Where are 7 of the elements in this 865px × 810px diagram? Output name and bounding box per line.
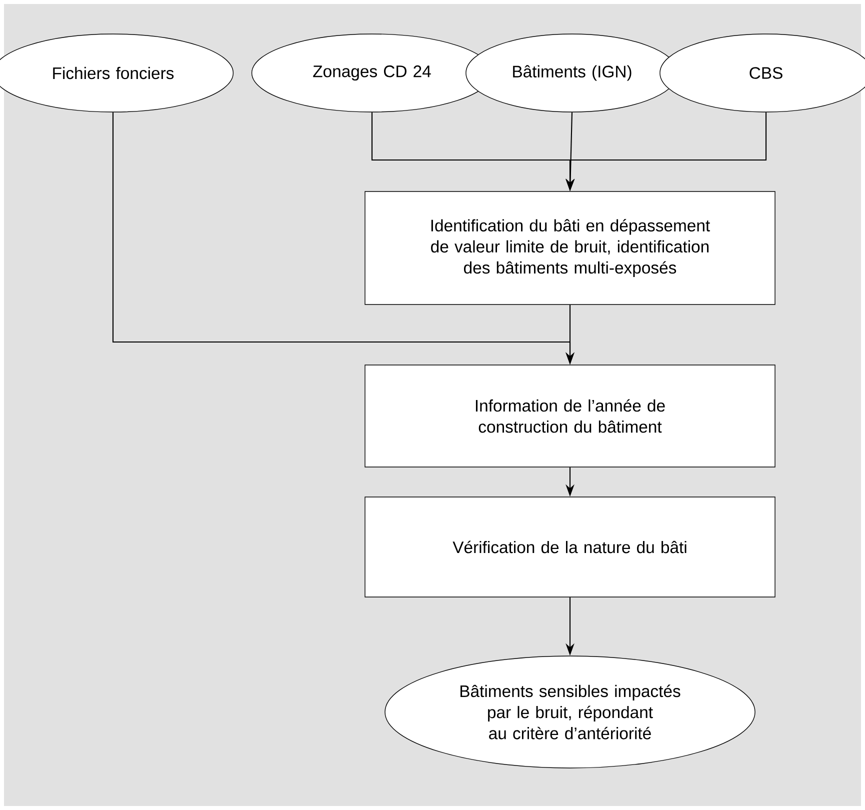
process-box: Identification du bâti en dépassement de valeur limite de bruit, identification des bâtiments multi-exposés xyxy=(364,191,776,305)
process-box: Vérification de la nature du bâti xyxy=(364,496,776,598)
oval-node: Bâtiments (IGN) xyxy=(466,34,678,112)
oval-node: Zonages CD 24 xyxy=(251,34,493,112)
process-box: Information de l’année de construction du bâtiment xyxy=(364,364,776,468)
oval-node: Bâtiments sensibles impactés par le bruit, répondant au critère d’antériorité xyxy=(384,656,756,768)
oval-node: CBS xyxy=(660,34,865,112)
